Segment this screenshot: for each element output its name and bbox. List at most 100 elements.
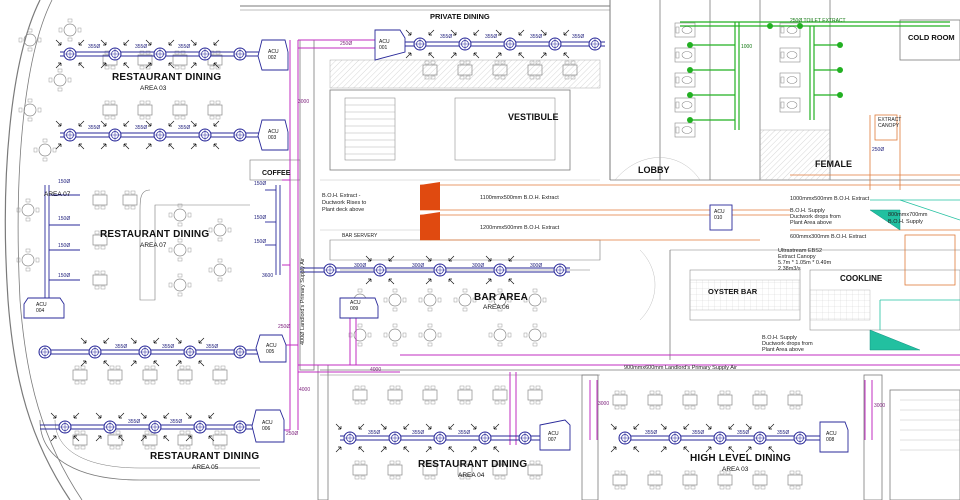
dim-150-d: 150Ø xyxy=(58,273,71,279)
note-extract-canopy-1: EXTRACT xyxy=(878,117,902,123)
acu-010-label-b: 010 xyxy=(714,215,723,221)
acu-005-label-b: 005 xyxy=(266,349,275,355)
note-boh-supply-lower-3: Plant Area above xyxy=(762,347,804,353)
dim-150-b: 150Ø xyxy=(58,216,71,222)
note-canopy-3: 5.7m * 1.05m * 0.49m xyxy=(778,260,832,266)
note-canopy-4: 2.38m3/s xyxy=(778,266,801,272)
acu-008-label-b: 008 xyxy=(826,437,835,443)
note-boh-supply-drop-2: Ductwork drops from xyxy=(790,214,841,220)
dim-355-j: 355Ø xyxy=(572,34,585,40)
area-sub-hl-03: AREA 03 xyxy=(722,466,749,473)
dim-355-b: 355Ø xyxy=(135,44,148,50)
dim-3000-b: 3000 xyxy=(598,401,610,407)
note-boh-extract-1000: 1000mmx500mm B.O.H. Extract xyxy=(790,196,870,202)
area-sub-05: AREA 05 xyxy=(192,464,219,471)
acu-009-label-a: ACU xyxy=(350,300,361,306)
dim-355-r: 355Ø xyxy=(458,430,471,436)
dim-355-a: 355Ø xyxy=(88,44,101,50)
dim-250-c: 250Ø xyxy=(286,431,299,437)
dim-355-t: 355Ø xyxy=(692,430,705,436)
air-direction-arrows xyxy=(50,29,775,453)
dim-150-e: 150Ø xyxy=(254,181,267,187)
hatched-wall-east xyxy=(759,129,831,181)
cookline-counter xyxy=(809,289,871,321)
kitchen-supply-runs xyxy=(870,199,960,330)
acu-007-label-a: ACU xyxy=(548,431,559,437)
acu-003-label-b: 003 xyxy=(268,135,277,141)
area-title-restaurant-dining-05: RESTAURANT DINING xyxy=(150,451,260,462)
dim-355-c: 355Ø xyxy=(178,44,191,50)
boh-extract-ducts xyxy=(420,114,960,286)
oyster-bar-counter xyxy=(689,279,801,311)
dim-250-b: 250Ø xyxy=(278,324,291,330)
landlord-primary-supply xyxy=(260,39,960,445)
acu-002-label-a: ACU xyxy=(268,49,279,55)
dim-355-h: 355Ø xyxy=(485,34,498,40)
dim-355-k: 355Ø xyxy=(115,344,128,350)
area-title-restaurant-dining-04: RESTAURANT DINING xyxy=(418,459,528,470)
note-boh-supply-drop-3: Plant Area above xyxy=(790,220,832,226)
dim-150-g: 150Ø xyxy=(254,239,267,245)
dim-4000-b: 4000 xyxy=(299,387,311,393)
acu-002-label-b: 002 xyxy=(268,55,277,61)
acu-001-label-a: ACU xyxy=(379,39,390,45)
area-sub-07: AREA 07 xyxy=(140,242,167,249)
area-title-restaurant-dining-03: RESTAURANT DINING xyxy=(112,72,222,83)
hatched-wall-north xyxy=(329,59,601,89)
boh-extract-riser-1 xyxy=(420,182,440,210)
dim-355-n: 355Ø xyxy=(128,419,141,425)
dim-1000-a: 1000 xyxy=(741,44,753,50)
dim-300-c: 300Ø xyxy=(472,263,485,269)
supply-diffusers xyxy=(38,37,807,445)
acu-units xyxy=(23,29,849,453)
note-boh-supply-lower-2: Ductwork drops from xyxy=(762,341,813,347)
dim-300-a: 300Ø xyxy=(354,263,367,269)
note-boh-extract-1100: 1100mmx500mm B.O.H. Extract xyxy=(480,195,559,201)
acu-006-label-b: 006 xyxy=(262,426,271,432)
note-landlord-supply-horizontal: 900mmx600mm Landlord's Primary Supply Ai… xyxy=(624,365,737,371)
dim-355-v: 355Ø xyxy=(777,430,790,436)
dim-355-q: 355Ø xyxy=(412,430,425,436)
dim-355-i: 355Ø xyxy=(530,34,543,40)
room-private-dining: PRIVATE DINING xyxy=(430,12,490,21)
note-landlord-supply-vertical: 400Ø Landlord's Primary Supply Air xyxy=(300,258,306,345)
note-boh-riser-2: Ductwork Rises to xyxy=(322,200,367,206)
note-boh-supply-lower-1: B.O.H. Supply xyxy=(762,335,797,341)
kitchen-supply-ducts xyxy=(869,209,921,351)
dim-300-d: 300Ø xyxy=(530,263,543,269)
room-female: FEMALE xyxy=(815,159,852,169)
acu-007-label-b: 007 xyxy=(548,437,557,443)
dim-355-u: 355Ø xyxy=(737,430,750,436)
area-sub-03: AREA 03 xyxy=(140,85,167,92)
supply-ductwork xyxy=(40,41,825,441)
acu-004-label-b: 004 xyxy=(36,308,45,314)
note-boh-riser-1: B.O.H. Extract - xyxy=(322,193,361,199)
note-boh-supply-800-2: B.O.H. Supply xyxy=(888,219,923,225)
area-title-bar-area: BAR AREA xyxy=(474,292,529,303)
room-cookline: COOKLINE xyxy=(840,274,883,283)
area-title-high-level-dining: HIGH LEVEL DINING xyxy=(690,453,792,464)
note-boh-riser-3: Plant deck above xyxy=(322,207,365,213)
dim-150-f: 150Ø xyxy=(254,215,267,221)
acu-001-label-b: 001 xyxy=(379,45,388,51)
note-boh-supply-drop-1: B.O.H. Supply xyxy=(790,208,825,214)
area-sub-04: AREA 04 xyxy=(458,472,485,479)
acu-004-label-a: ACU xyxy=(36,302,47,308)
dim-300-b: 300Ø xyxy=(412,263,425,269)
toilet-extract-grilles xyxy=(687,23,843,123)
room-lobby: LOBBY xyxy=(638,165,670,175)
dim-250-a: 250Ø xyxy=(340,41,353,47)
area-title-restaurant-dining-07: RESTAURANT DINING xyxy=(100,229,210,240)
dim-355-s: 355Ø xyxy=(645,430,658,436)
dim-355-p: 355Ø xyxy=(368,430,381,436)
dim-355-e: 355Ø xyxy=(135,125,148,131)
note-canopy-1: Ultrastream EBS2 xyxy=(778,248,823,254)
dim-355-d: 355Ø xyxy=(88,125,101,131)
room-cold-room: COLD ROOM xyxy=(908,33,955,42)
dim-355-o: 355Ø xyxy=(170,419,183,425)
dim-355-g: 355Ø xyxy=(440,34,453,40)
note-toilet-extract: 250Ø TOILET EXTRACT xyxy=(790,18,846,24)
building-walls xyxy=(4,0,960,500)
note-boh-extract-600: 600mmx300mm B.O.H. Extract xyxy=(790,234,867,240)
note-canopy-2: Extract Canopy xyxy=(778,254,816,260)
